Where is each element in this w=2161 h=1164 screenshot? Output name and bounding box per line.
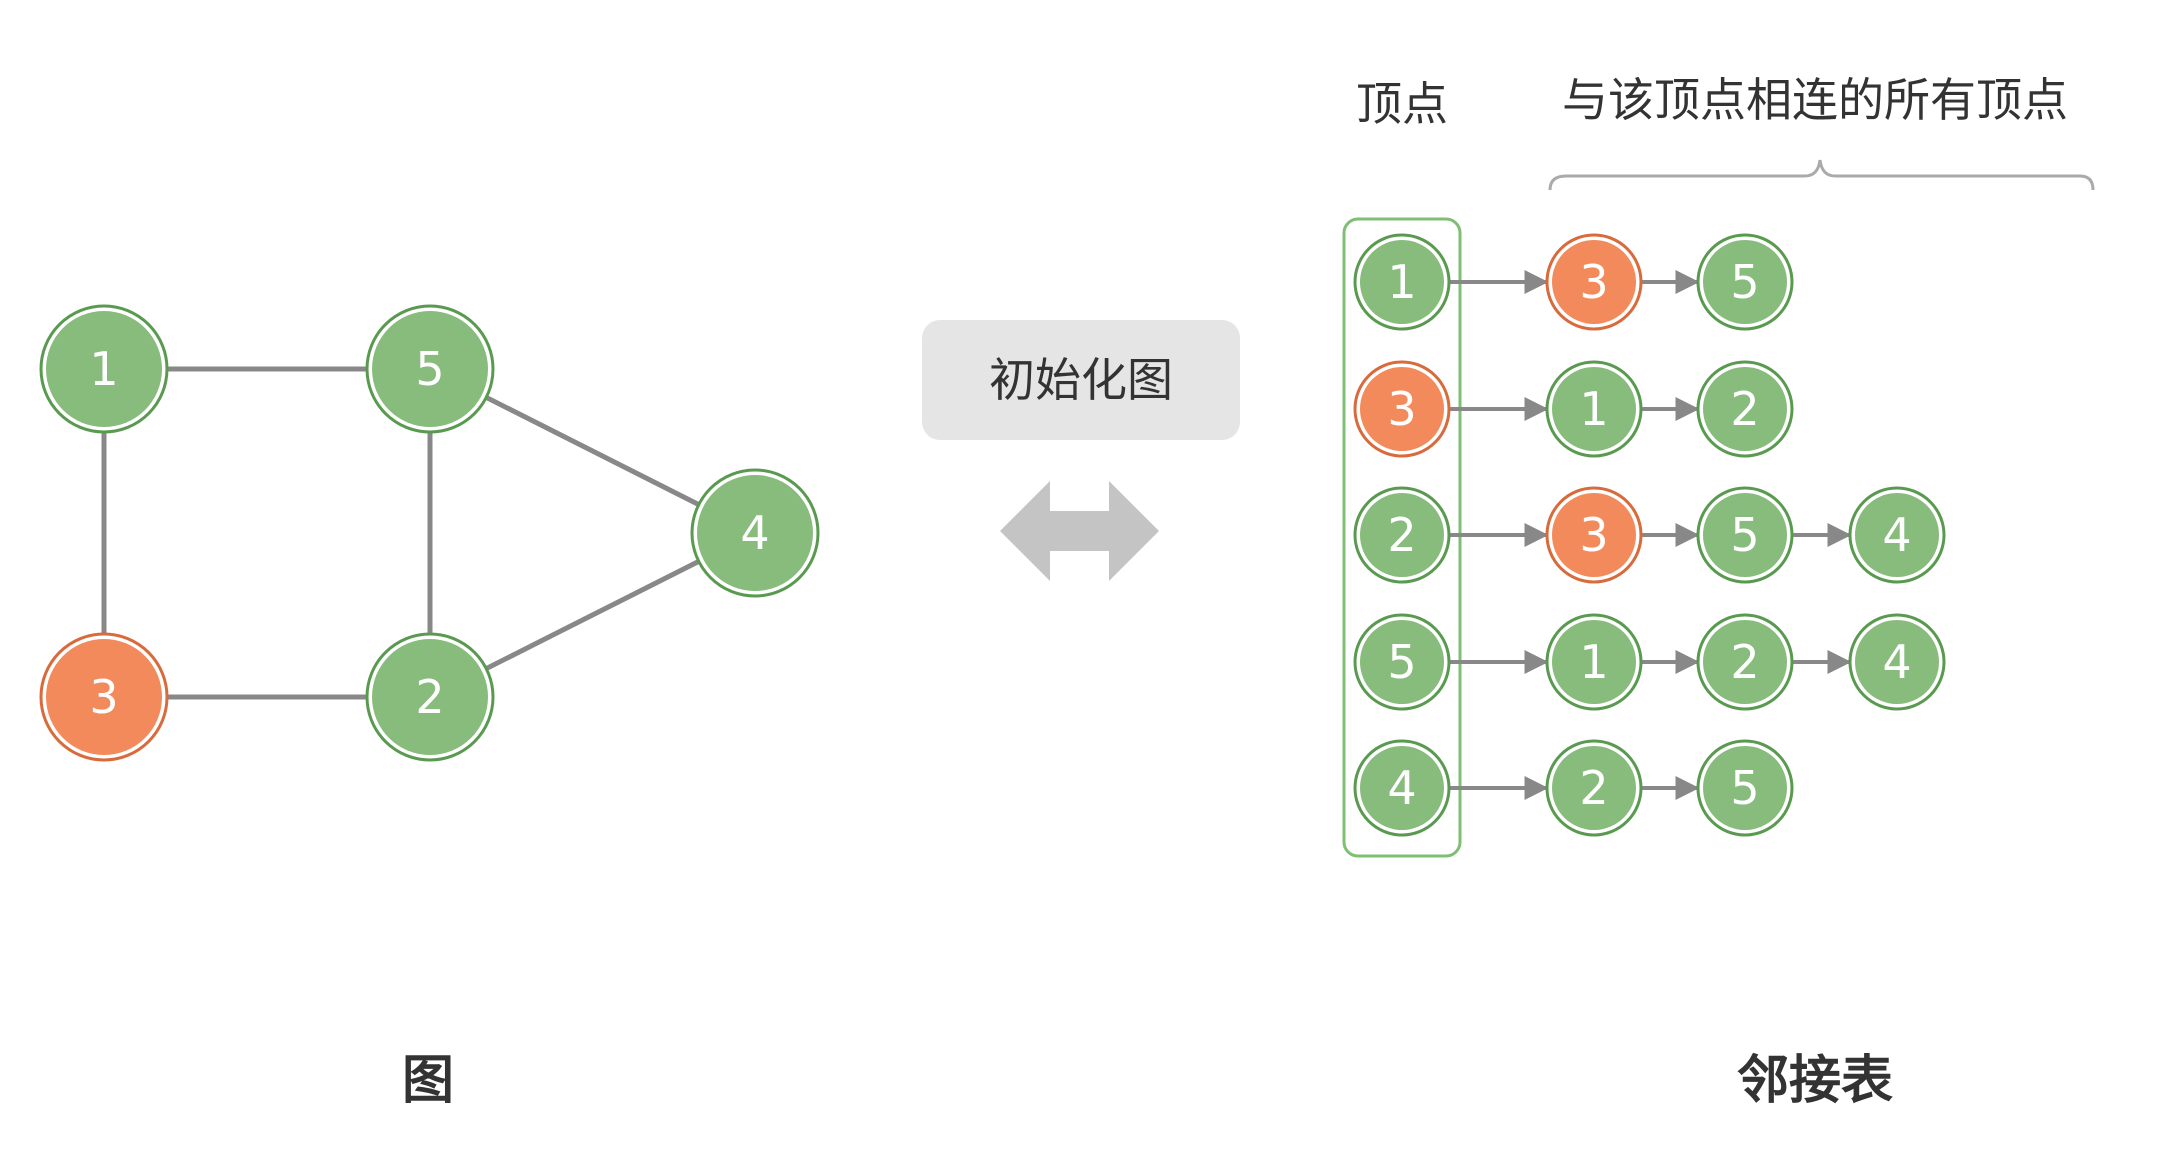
adj-neighbor-1-5: 5 [1696, 233, 1794, 331]
graph-node-4: 4 [690, 468, 820, 598]
adj-vertex-4-label: 4 [1387, 761, 1416, 815]
graph-node-1: 1 [39, 304, 169, 434]
adjacency-arrows [1448, 270, 1852, 800]
adj-neighbor-5-2: 2 [1696, 613, 1794, 711]
adj-vertex-2-label: 2 [1387, 508, 1416, 562]
adj-neighbor-3-1: 1 [1545, 360, 1643, 458]
vertex-column [1342, 217, 1462, 858]
graph-node-2: 2 [365, 632, 495, 762]
adj-neighbor-5-2-label: 2 [1730, 635, 1759, 689]
adj-neighbor-4-2: 2 [1545, 739, 1643, 837]
adj-neighbor-2-4: 4 [1848, 486, 1946, 584]
adj-neighbor-2-3: 3 [1545, 486, 1643, 584]
adj-vertex-1-label: 1 [1387, 255, 1416, 309]
adjacency-nodes: 1 3 5 3 1 2 2 3 5 4 5 1 2 4 4 2 5 [1353, 233, 1946, 837]
adj-neighbor-3-2-label: 2 [1730, 382, 1759, 436]
adj-vertex-3: 3 [1353, 360, 1451, 458]
graph-caption: 图 [402, 1051, 454, 1111]
adj-neighbor-3-2: 2 [1696, 360, 1794, 458]
adj-neighbor-2-5: 5 [1696, 486, 1794, 584]
adj-neighbor-5-4-label: 4 [1882, 635, 1911, 689]
adj-vertex-4: 4 [1353, 739, 1451, 837]
adj-neighbor-5-1-label: 1 [1579, 635, 1608, 689]
adj-neighbor-2-5-label: 5 [1730, 508, 1759, 562]
graph-nodes: 1 5 4 3 2 [39, 304, 820, 762]
adj-neighbor-2-4-label: 4 [1882, 508, 1911, 562]
neighbors-header: 与该顶点相连的所有顶点 [1562, 73, 2068, 127]
adj-neighbor-2-3-label: 3 [1579, 508, 1608, 562]
graph-node-1-label: 1 [89, 342, 118, 396]
adj-neighbor-3-1-label: 1 [1579, 382, 1608, 436]
graph-node-3-label: 3 [89, 670, 118, 724]
adj-neighbor-1-3: 3 [1545, 233, 1643, 331]
double-arrow-icon [1000, 481, 1159, 581]
neighbors-brace [1548, 159, 2095, 191]
adj-neighbor-1-3-label: 3 [1579, 255, 1608, 309]
adj-neighbor-4-5-label: 5 [1730, 761, 1759, 815]
adj-neighbor-4-2-label: 2 [1579, 761, 1608, 815]
adj-neighbor-5-4: 4 [1848, 613, 1946, 711]
graph-node-5-label: 5 [415, 342, 444, 396]
init-graph-label: 初始化图 [989, 353, 1173, 407]
adjacency-list-caption: 邻接表 [1737, 1051, 1893, 1111]
graph-node-2-label: 2 [415, 670, 444, 724]
adj-vertex-2: 2 [1353, 486, 1451, 584]
adj-neighbor-1-5-label: 5 [1730, 255, 1759, 309]
graph-node-4-label: 4 [740, 506, 769, 560]
graph-node-3: 3 [39, 632, 169, 762]
init-graph-button[interactable]: 初始化图 [922, 320, 1240, 440]
graph-node-5: 5 [365, 304, 495, 434]
adj-neighbor-5-1: 1 [1545, 613, 1643, 711]
adj-vertex-5-label: 5 [1387, 635, 1416, 689]
vertex-header: 顶点 [1356, 77, 1448, 131]
adj-vertex-5: 5 [1353, 613, 1451, 711]
adj-vertex-3-label: 3 [1387, 382, 1416, 436]
adj-vertex-1: 1 [1353, 233, 1451, 331]
adj-neighbor-4-5: 5 [1696, 739, 1794, 837]
